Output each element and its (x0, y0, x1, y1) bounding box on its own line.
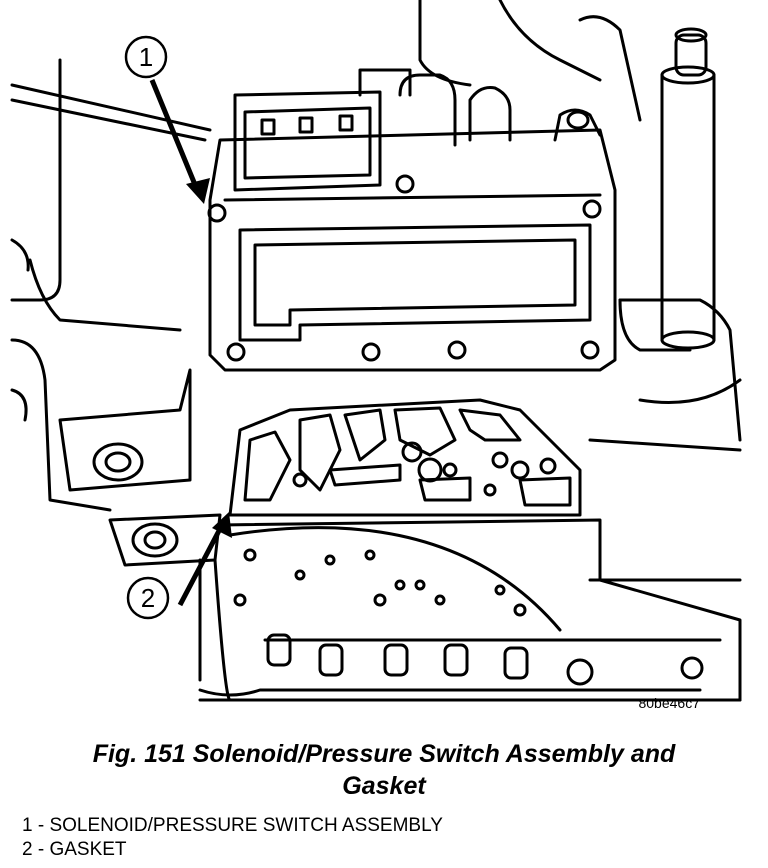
callout-1-number: 1 (139, 42, 153, 72)
legend-item-2: 2 - GASKET (22, 839, 127, 860)
image-code: 80be46c7 (638, 695, 700, 711)
bracket (58, 368, 222, 567)
callout-2: 2 (126, 512, 232, 620)
caption-line-1: Fig. 151 Solenoid/Pressure Switch Assemb… (92, 740, 676, 768)
rod (618, 27, 716, 352)
callout-1: 1 (124, 35, 210, 204)
solenoid-pressure-switch-assembly (207, 68, 617, 372)
caption-line-2: Gasket (342, 772, 426, 800)
assembly-illustration: 1 2 80be46c7 (10, 0, 742, 711)
gasket (228, 398, 582, 517)
legend-item-1: 1 - SOLENOID/PRESSURE SWITCH ASSEMBLY (22, 815, 443, 836)
legend: 1 - SOLENOID/PRESSURE SWITCH ASSEMBLY 2 … (22, 814, 443, 862)
valve-body (198, 518, 742, 702)
transmission-housing (10, 0, 742, 702)
callout-2-number: 2 (141, 583, 155, 613)
figure-caption: Fig. 151 Solenoid/Pressure Switch Assemb… (0, 738, 768, 802)
